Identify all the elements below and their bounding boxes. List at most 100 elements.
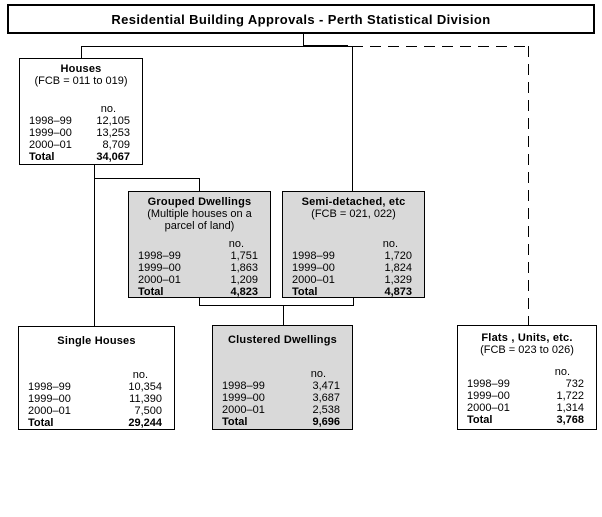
- year-value: 10,354: [128, 381, 162, 393]
- total-row: Total 4,873: [292, 286, 412, 298]
- unit-label: no.: [100, 103, 116, 115]
- data-row: 1999–00 1,863: [138, 262, 258, 274]
- year-label: 1998–99: [29, 115, 72, 127]
- year-label: 1999–00: [138, 262, 181, 274]
- data-row: 1998–99 1,751: [138, 250, 258, 262]
- connector-houses-stub: [81, 46, 82, 58]
- total-row: Total 4,823: [138, 286, 258, 298]
- year-label: 1998–99: [292, 250, 335, 262]
- data-row: 1998–99 1,720: [292, 250, 412, 262]
- total-value: 29,244: [128, 417, 162, 429]
- year-value: 3,687: [312, 392, 340, 404]
- node-grouped-subtitle: (Multiple houses on a parcel of land): [147, 208, 252, 232]
- year-value: 13,253: [96, 127, 130, 139]
- year-label: 1999–00: [292, 262, 335, 274]
- data-row: 2000–01 1,329: [292, 274, 412, 286]
- data-row: 1999–00 11,390: [28, 393, 162, 405]
- year-value: 1,720: [384, 250, 412, 262]
- data-row: 1998–99 12,105: [29, 115, 130, 127]
- unit-label: no.: [310, 368, 326, 380]
- year-value: 1,824: [384, 262, 412, 274]
- total-row: Total 34,067: [29, 151, 130, 163]
- data-row: 1999–00 3,687: [222, 392, 340, 404]
- node-semi-detached: Semi-detached, etc (FCB = 021, 022) no. …: [282, 191, 425, 298]
- data-row: 1998–99 10,354: [28, 381, 162, 393]
- total-row: Total 9,696: [222, 416, 340, 428]
- connector-grouped-stub: [199, 178, 200, 191]
- node-houses: Houses (FCB = 011 to 019) no. 1998–99 12…: [19, 58, 143, 165]
- diagram-title: Residential Building Approvals - Perth S…: [111, 11, 491, 27]
- year-value: 1,209: [230, 274, 258, 286]
- node-grouped-dwellings: Grouped Dwellings (Multiple houses on a …: [128, 191, 271, 298]
- data-row: 1998–99 732: [467, 378, 584, 390]
- total-row: Total 29,244: [28, 417, 162, 429]
- total-value: 3,768: [556, 414, 584, 426]
- year-value: 1,329: [384, 274, 412, 286]
- year-label: 1999–00: [222, 392, 265, 404]
- total-label: Total: [29, 151, 55, 163]
- year-label: 1998–99: [28, 381, 71, 393]
- year-label: 1998–99: [467, 378, 510, 390]
- unit-label: no.: [132, 369, 148, 381]
- connector-dashed-horizontal: [352, 46, 528, 47]
- total-label: Total: [222, 416, 248, 428]
- data-row: 1999–00 13,253: [29, 127, 130, 139]
- year-value: 1,314: [556, 402, 584, 414]
- node-single-title: Single Houses: [57, 335, 136, 347]
- year-label: 2000–01: [29, 139, 72, 151]
- total-value: 4,823: [230, 286, 258, 298]
- year-label: 1999–00: [28, 393, 71, 405]
- connector-semi-detached-drop: [352, 46, 353, 191]
- total-row: Total 3,768: [467, 414, 584, 426]
- year-label: 2000–01: [138, 274, 181, 286]
- unit-label: no.: [228, 238, 244, 250]
- year-value: 1,751: [230, 250, 258, 262]
- year-label: 1998–99: [138, 250, 181, 262]
- connector-houses-to-single: [94, 165, 95, 326]
- node-semi-subtitle: (FCB = 021, 022): [311, 208, 396, 220]
- node-houses-title: Houses: [60, 63, 102, 75]
- unit-label: no.: [382, 238, 398, 250]
- data-row: 2000–01 2,538: [222, 404, 340, 416]
- year-label: 2000–01: [467, 402, 510, 414]
- connector-main-horizontal-thick: [303, 45, 348, 47]
- data-row: 2000–01 7,500: [28, 405, 162, 417]
- year-label: 1998–99: [222, 380, 265, 392]
- total-label: Total: [467, 414, 493, 426]
- node-clustered-dwellings: Clustered Dwellings no. 1998–99 3,471 19…: [212, 325, 353, 430]
- year-value: 3,471: [312, 380, 340, 392]
- data-row: 2000–01 1,314: [467, 402, 584, 414]
- data-row: 1999–00 1,824: [292, 262, 412, 274]
- year-label: 1999–00: [467, 390, 510, 402]
- node-semi-title: Semi-detached, etc: [301, 196, 406, 208]
- node-houses-subtitle: (FCB = 011 to 019): [34, 75, 128, 87]
- data-row: 2000–01 1,209: [138, 274, 258, 286]
- node-grouped-title: Grouped Dwellings: [147, 196, 252, 208]
- data-row: 2000–01 8,709: [29, 139, 130, 151]
- year-value: 11,390: [129, 393, 162, 405]
- connector-cluster-horizontal: [199, 305, 354, 306]
- node-clustered-title: Clustered Dwellings: [228, 334, 337, 346]
- total-label: Total: [28, 417, 54, 429]
- data-row: 1998–99 3,471: [222, 380, 340, 392]
- connector-main-horizontal: [81, 46, 353, 47]
- year-label: 2000–01: [292, 274, 335, 286]
- year-value: 1,722: [556, 390, 584, 402]
- node-single-houses: Single Houses no. 1998–99 10,354 1999–00…: [18, 326, 175, 430]
- year-label: 2000–01: [28, 405, 71, 417]
- data-row: 1999–00 1,722: [467, 390, 584, 402]
- year-label: 1999–00: [29, 127, 72, 139]
- connector-dashed-flats-drop: [528, 46, 529, 325]
- node-flats-subtitle: (FCB = 023 to 026): [480, 344, 574, 356]
- diagram-title-box: Residential Building Approvals - Perth S…: [7, 4, 595, 34]
- total-value: 34,067: [96, 151, 130, 163]
- year-value: 1,863: [230, 262, 258, 274]
- connector-cluster-stub: [283, 305, 284, 325]
- unit-label: no.: [554, 366, 570, 378]
- node-flats-title: Flats , Units, etc.: [481, 332, 573, 344]
- year-label: 2000–01: [222, 404, 265, 416]
- total-label: Total: [292, 286, 318, 298]
- total-value: 9,696: [312, 416, 340, 428]
- connector-title-stub: [303, 34, 304, 46]
